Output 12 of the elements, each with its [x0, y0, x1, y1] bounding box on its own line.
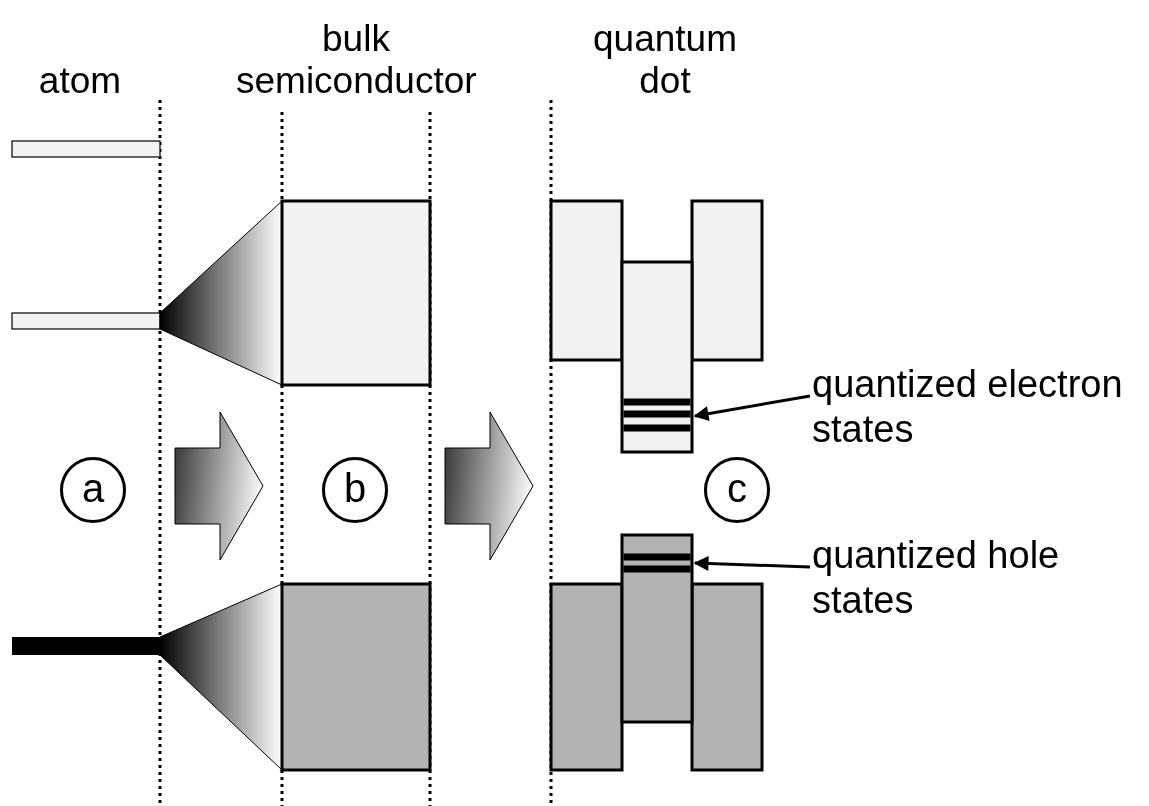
column-heading: quantum dot: [592, 18, 738, 102]
panel-letter-circle: c: [704, 457, 770, 523]
energy-state-lines: [622, 552, 692, 574]
annotation-text: quantized hole states: [812, 533, 1148, 625]
leader-arrow: [693, 555, 811, 571]
leader-arrow: [693, 394, 811, 422]
panel-letter-circle: b: [322, 457, 388, 523]
energy-state-lines: [622, 397, 692, 435]
panel-letter-circle: a: [60, 457, 126, 523]
annotation-text: quantized electron states: [812, 362, 1148, 454]
column-heading: bulk semiconductor: [236, 18, 476, 102]
column-heading: atom: [37, 60, 123, 102]
